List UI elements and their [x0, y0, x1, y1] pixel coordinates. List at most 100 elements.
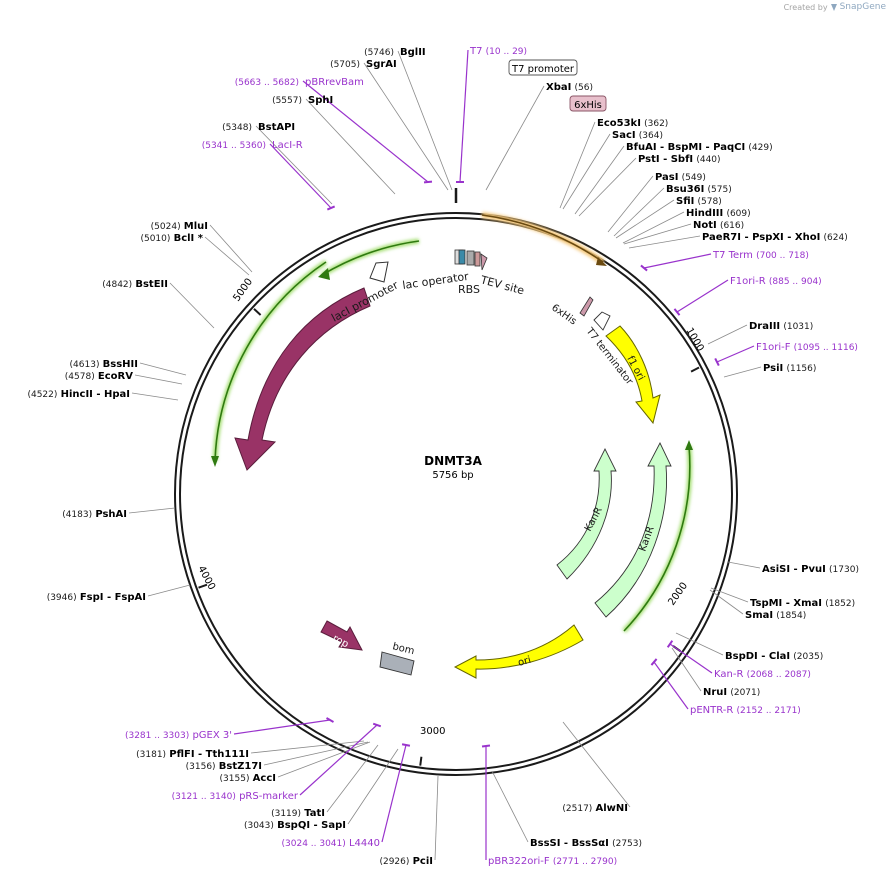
bspdi-label: BspDI - ClaI (2035) [725, 651, 823, 662]
prs-marker-position: (3121 .. 3140) [172, 792, 236, 802]
bstz17i-leader-line [263, 741, 369, 766]
l4440-leader-line [381, 744, 407, 843]
xbai-label: XbaI (56) [546, 82, 593, 93]
enzyme-site-eco53ki: Eco53kI (362) [597, 118, 668, 129]
enzyme-site-smai: SmaI (1854) [745, 610, 806, 621]
pbrrevbam-primer-marker [423, 180, 433, 184]
f1ori-r-position: (885 .. 904) [769, 277, 822, 287]
feature-label-ori: ori [517, 655, 533, 669]
psii-position: (1156) [786, 364, 816, 374]
enzyme-site-bstapi: BstAPI(5348) [222, 122, 295, 133]
pflfi-name: PflFI - Tth111I [169, 749, 249, 760]
his-box-label: 6xHis [569, 95, 607, 112]
bfuai-label: BfuAI - BspMI - PaqCI (429) [626, 142, 773, 153]
smai-label: SmaI (1854) [745, 610, 806, 621]
hincii-leader-line [131, 392, 179, 401]
eco53ki-name: Eco53kI [597, 118, 641, 129]
bsteii-label: (4842) BstEII [102, 279, 168, 290]
plasmid-length: 5756 bp [432, 470, 473, 481]
pshai-label: (4183) PshAI [62, 509, 127, 520]
enzyme-site-asisi: AsiSI - PvuI (1730) [762, 564, 859, 575]
pentr-r-leader-line [653, 661, 689, 710]
smai-name: SmaI [745, 610, 773, 621]
plasmid-name: DNMT3A [424, 454, 482, 468]
sfii-leader-line [615, 199, 675, 239]
enzyme-site-pcii: (2926) PciI [379, 856, 433, 867]
noti-name: NotI [693, 220, 717, 231]
t7term-label: T7 Term (700 .. 718) [712, 250, 809, 261]
l4440-label: (3024 .. 3041) L4440 [282, 838, 381, 849]
pflfi-label: (3181) PflFI - Tth111I [136, 749, 249, 760]
pentr-r-name: pENTR-R [690, 705, 733, 716]
hincii-label: (4522) HincII - HpaI [27, 389, 130, 400]
enzyme-site-bspdi: BspDI - ClaI (2035) [725, 651, 823, 662]
t7-promoter-box-text: T7 promoter [511, 64, 575, 75]
t7-position: (10 .. 29) [486, 47, 527, 57]
pentr-r-primer-marker [650, 658, 658, 666]
psii-name: PsiI [763, 363, 783, 374]
bglii-label: BglII [400, 47, 426, 58]
enzyme-site-sfii: SfiI (578) [676, 196, 722, 207]
sfii-position: (578) [698, 197, 722, 207]
pcii-position: (2926) [379, 857, 409, 867]
bcli-name: BclI * [174, 233, 204, 244]
t7term-name: T7 Term [712, 250, 753, 261]
snapgene-brand: Created by SnapGene [784, 2, 886, 12]
bspdi-position: (2035) [793, 652, 823, 662]
f1ori-r-name: F1ori-R [730, 276, 766, 287]
bglii-leader-line [397, 50, 453, 191]
paer7i-name: PaeR7I - PspXI - XhoI [702, 232, 820, 243]
laci-r-name: LacI-R [272, 140, 303, 151]
asisi-position: (1730) [829, 565, 859, 575]
tev-box [474, 251, 488, 271]
prs-marker-name: pRS-marker [239, 791, 299, 802]
bstapi-leader-line [255, 125, 333, 205]
enzyme-site-mlui: (5024) MluI [151, 221, 208, 232]
mlui-name: MluI [184, 221, 208, 232]
pshai-name: PshAI [95, 509, 127, 520]
sfii-label: SfiI (578) [676, 196, 722, 207]
noti-position: (616) [720, 221, 744, 231]
sfii-name: SfiI [676, 196, 694, 207]
alwni-position: (2517) [562, 804, 592, 814]
pbr322ori-f-position: (2771 .. 2790) [553, 857, 617, 867]
bsu36i-name: Bsu36I [666, 184, 704, 195]
bspqi-position: (3043) [244, 821, 274, 831]
enzyme-site-bsssi: BssSI - BssSαI (2753) [530, 838, 642, 849]
draiii-position: (1031) [783, 322, 813, 332]
f1ori-r-label: F1ori-R (885 .. 904) [730, 276, 822, 287]
backbone-tick [419, 756, 423, 766]
primer-site-f1ori-r: F1ori-R (885 .. 904) [730, 276, 822, 287]
feature-label-tev: TEV site [478, 273, 526, 297]
xbai-name: XbaI [546, 82, 571, 93]
alwni-name: AlwNI [596, 803, 629, 814]
sgrai-position: (5705) [330, 60, 360, 70]
alwni-leader-line [562, 721, 631, 808]
pshai-leader-line [128, 507, 176, 514]
bglii-name: BglII [400, 47, 426, 58]
backbone-tick-label: 1000 [683, 326, 705, 354]
enzyme-site-nrui: NruI (2071) [703, 687, 760, 698]
paer7i-leader-line [628, 235, 701, 249]
bsu36i-label: Bsu36I (575) [666, 184, 732, 195]
f1ori-r-primer-marker [673, 308, 681, 316]
pflfi-position: (3181) [136, 750, 166, 760]
bsssi-leader-line [491, 770, 529, 843]
noti-leader-line [623, 223, 692, 245]
mlui-position: (5024) [151, 222, 181, 232]
bglii-position: (5746) [364, 48, 394, 58]
bom-box [379, 651, 415, 676]
nrui-position: (2071) [730, 688, 760, 698]
bfuai-name: BfuAI - BspMI - PaqCI [626, 142, 745, 153]
enzyme-site-fspi: (3946) FspI - FspAI [47, 592, 146, 603]
l4440-primer-marker [401, 743, 411, 747]
bspqi-name: BspQI - SapI [277, 820, 346, 831]
primer-site-pbrrevbam: pBRrevBam(5663 .. 5682) [235, 77, 364, 88]
enzyme-site-draiii: DraIII (1031) [749, 321, 813, 332]
bstapi-position: (5348) [222, 123, 252, 133]
psti-position: (440) [696, 155, 720, 165]
kan-r-label: Kan-R (2068 .. 2087) [714, 669, 811, 680]
lacI-promoter-thin-arrow [318, 238, 420, 280]
nrui-name: NruI [703, 687, 727, 698]
